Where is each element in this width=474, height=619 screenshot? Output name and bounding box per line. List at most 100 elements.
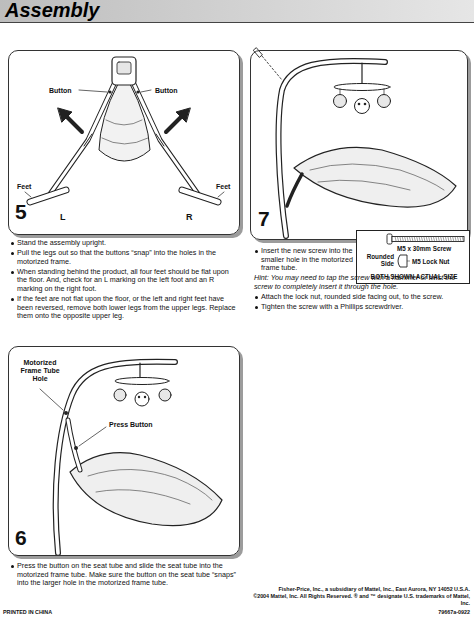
instruction-text: Pull the legs out so that the buttons “s… <box>10 249 238 266</box>
screw-thread <box>407 237 408 242</box>
screw-thread <box>417 237 418 242</box>
panel-ground <box>250 50 468 240</box>
step-panel: 6 Motorized Frame Tube HolePress Button <box>8 346 240 556</box>
text-column: PRINTED IN CHINA <box>3 609 93 616</box>
bullet-dot <box>11 565 14 568</box>
instruction-text: Insert the new screw into the smaller ho… <box>254 247 361 273</box>
screw-head <box>387 234 392 244</box>
screw-thread <box>438 237 439 242</box>
instruction-text: Attach the lock nut, rounded side facing… <box>254 293 443 302</box>
step-panel: 7 <box>250 50 468 240</box>
screw-thread <box>397 237 398 242</box>
screw-thread <box>448 237 449 242</box>
instruction-text: If the feet are not flat upon the floor,… <box>10 295 238 321</box>
bullet-dot <box>255 250 258 253</box>
lock-nut <box>398 255 407 267</box>
swing-frame-drawing <box>25 57 224 202</box>
bullet-dot <box>255 306 258 309</box>
screw-thread <box>414 237 415 242</box>
part-label: Press Button <box>109 421 161 429</box>
header-band <box>0 0 474 22</box>
screw-thread <box>445 237 446 242</box>
step-number: 7 <box>258 208 280 230</box>
text-slot: Button <box>49 87 81 95</box>
footer-text: ©2004 Mattel, Inc. All Rights Reserved. … <box>246 593 470 606</box>
text-slot: 6 <box>15 527 37 549</box>
part-label: Motorized Frame Tube Hole <box>13 359 67 383</box>
text-column: Insert the new screw into the smaller ho… <box>254 247 466 312</box>
text-slot: Rounded Side <box>360 253 394 267</box>
text-slot: 7 <box>258 208 280 230</box>
text-column: 79667a-0922 <box>400 609 470 616</box>
hint-text: Hint: You may need to tap the screw with… <box>254 274 466 291</box>
text-column: Press the button on the seat tube and sl… <box>10 562 238 588</box>
text-slot: Press Button <box>109 421 161 429</box>
step-number: 6 <box>15 527 37 549</box>
text-slot: M5 x 30mm Screw <box>397 245 467 252</box>
text-slot: R <box>186 212 200 222</box>
text-slot: Button <box>155 87 187 95</box>
bullet-dot <box>11 298 14 301</box>
screw-thread <box>405 237 406 242</box>
part-label: Button <box>49 87 81 95</box>
text-slot: Feet <box>17 183 39 191</box>
part-label: Button <box>155 87 187 95</box>
bullet-dot <box>255 296 258 299</box>
panel-ground <box>8 346 240 556</box>
instruction-text: When standing behind the product, all fo… <box>10 268 238 294</box>
footer-text: 79667a-0922 <box>438 609 470 616</box>
page-title: Assembly <box>5 0 100 22</box>
screw-thread <box>400 237 401 242</box>
screw-thread <box>424 237 425 242</box>
part-label: M5 x 30mm Screw <box>397 245 467 252</box>
part-label: Feet <box>17 183 39 191</box>
screw-thread <box>429 237 430 242</box>
text-slot: 5 <box>15 201 37 223</box>
bullet-dot <box>11 252 14 255</box>
part-label: Feet <box>216 183 238 191</box>
bullet-dot <box>11 271 14 274</box>
screw-thread <box>402 237 403 242</box>
screw-thread <box>419 237 420 242</box>
screw-thread <box>450 237 451 242</box>
screw-thread <box>462 237 463 242</box>
screw-thread <box>436 237 437 242</box>
text-slot: M5 Lock Nut <box>412 258 468 265</box>
screw-thread <box>441 237 442 242</box>
footer-text: Fisher-Price, Inc., a subsidiary of Matt… <box>279 586 470 593</box>
screw-thread <box>457 237 458 242</box>
screw-thread <box>426 237 427 242</box>
screw-thread <box>412 237 413 242</box>
instruction-text: Tighten the screw with a Phillips screwd… <box>254 303 403 312</box>
screw-thread <box>409 237 410 242</box>
foot-marking: R <box>186 212 200 222</box>
instruction-text: Press the button on the seat tube and sl… <box>10 562 238 588</box>
text-slot: Feet <box>216 183 238 191</box>
part-label: M5 Lock Nut <box>412 258 468 265</box>
text-column: Fisher-Price, Inc., a subsidiary of Matt… <box>246 586 470 606</box>
panel-ground <box>8 50 240 235</box>
footer-text: PRINTED IN CHINA <box>3 609 52 616</box>
screw-thread <box>460 237 461 242</box>
bullet-dot <box>11 242 14 245</box>
part-label: Rounded Side <box>360 253 394 267</box>
swing-seat-drawing <box>40 362 222 553</box>
leader-line <box>407 261 410 262</box>
foot-marking: L <box>60 212 74 222</box>
screw-thread <box>455 237 456 242</box>
step-panel: 5 Button ButtonFeet FeetL R <box>8 50 240 235</box>
header-rule <box>0 22 474 23</box>
screw-thread <box>453 237 454 242</box>
text-slot: Motorized Frame Tube Hole <box>13 359 67 383</box>
swing-side-drawing <box>254 48 456 236</box>
screw-thread <box>443 237 444 242</box>
text-slot: L <box>60 212 74 222</box>
instruction-text: Stand the assembly upright. <box>10 239 106 248</box>
screw-thread <box>395 237 396 242</box>
screw-thread <box>421 237 422 242</box>
screw-shaft <box>392 237 464 242</box>
step-number: 5 <box>15 201 37 223</box>
text-column: Stand the assembly upright.Pull the legs… <box>10 239 238 321</box>
screw-thread <box>433 237 434 242</box>
